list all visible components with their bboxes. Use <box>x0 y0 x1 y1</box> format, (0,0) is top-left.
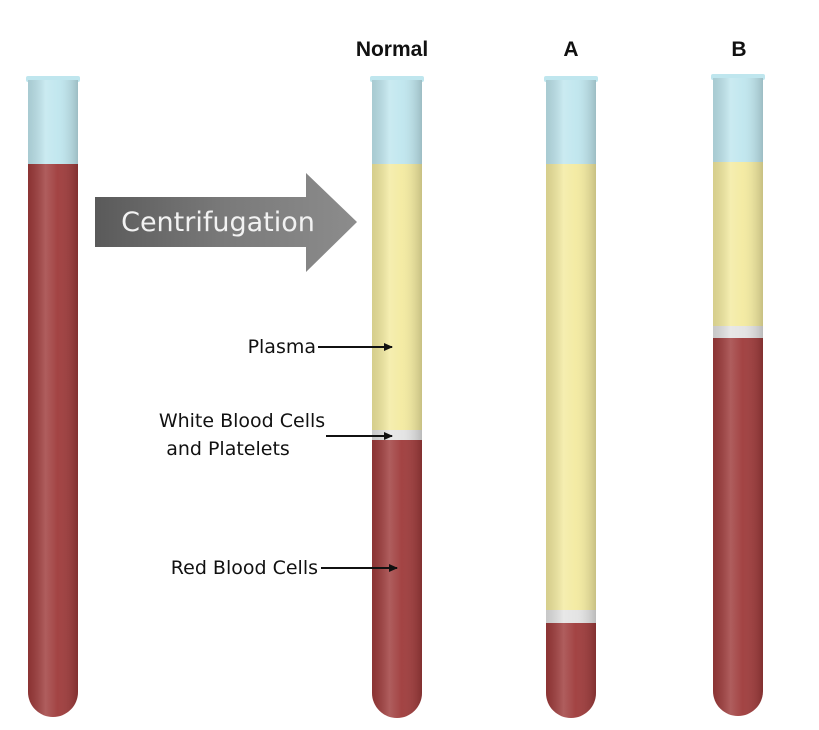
header-a: A <box>563 38 578 61</box>
tube-normal <box>370 76 424 718</box>
header-normal: Normal <box>356 38 428 61</box>
centrifugation-arrow: Centrifugation <box>95 173 357 272</box>
centrifugation-arrow-shape <box>95 173 357 272</box>
tube-a-glass <box>546 80 596 718</box>
tube-b-glass <box>713 78 763 716</box>
tube-normal-glass <box>372 80 422 718</box>
tube-a <box>544 76 598 718</box>
label-wbc-line2: and Platelets <box>166 438 290 460</box>
label-plasma: Plasma <box>248 336 316 358</box>
tube-before <box>26 76 80 717</box>
tube-before-glass <box>28 80 78 717</box>
label-rbc: Red Blood Cells <box>171 557 318 579</box>
tube-b <box>711 74 765 716</box>
label-wbc-line1: White Blood Cells <box>159 410 325 432</box>
centrifugation-label: Centrifugation <box>121 207 315 238</box>
header-b: B <box>731 38 746 61</box>
